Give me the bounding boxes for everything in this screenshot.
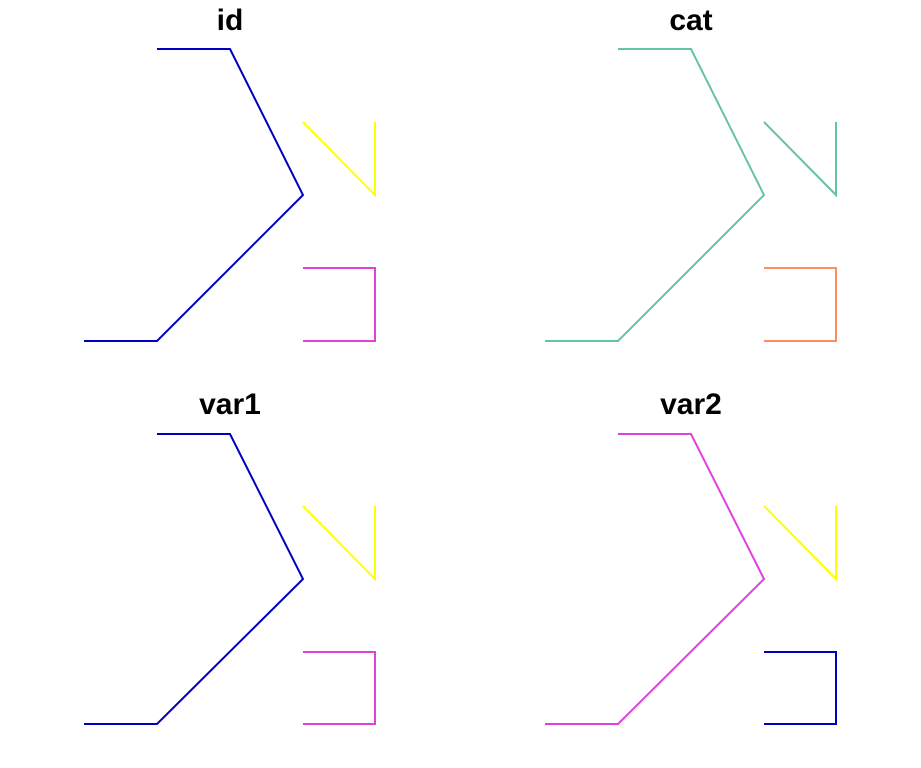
panel-plot xyxy=(545,48,837,342)
panel-plot xyxy=(84,48,376,342)
panel-plot xyxy=(545,433,837,725)
line-a xyxy=(84,433,305,725)
line-a xyxy=(545,433,766,725)
panel-var1: var1 xyxy=(0,384,460,768)
panel-title: id xyxy=(216,4,244,37)
line-c xyxy=(303,651,376,725)
panel-title: var1 xyxy=(199,388,261,421)
panel-title: cat xyxy=(669,4,713,37)
line-a xyxy=(545,48,766,342)
line-b xyxy=(302,121,376,198)
line-c xyxy=(764,651,837,725)
line-b xyxy=(763,505,837,582)
line-c xyxy=(764,267,837,342)
panel-plot xyxy=(84,433,376,725)
panel-cat: cat xyxy=(461,0,921,384)
panel-title: var2 xyxy=(660,388,722,421)
line-a xyxy=(84,48,305,342)
panel-var2: var2 xyxy=(461,384,921,768)
line-c xyxy=(303,267,376,342)
line-b xyxy=(302,505,376,582)
line-b xyxy=(763,121,837,198)
panel-id: id xyxy=(0,0,460,384)
